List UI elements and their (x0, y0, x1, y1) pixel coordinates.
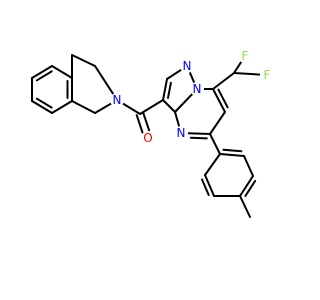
bond-c3p-c2p (162, 78, 168, 101)
bond-t1-t2 (219, 153, 245, 157)
atom-f-right-label: F (264, 68, 271, 82)
bond-t2-t3 (243, 155, 254, 177)
atom-o-carbonyl: O (141, 131, 155, 145)
bond-c5-n4-inner (189, 136, 208, 140)
molecule-diagram: N O N N N F F (31, 49, 274, 218)
atom-n-pyrazole-top-label: N (183, 59, 192, 73)
atom-labels: N O N N N F F (110, 49, 274, 145)
atom-f-upper-label: F (242, 49, 249, 63)
bond-n2-cco (122, 102, 141, 115)
bond-chf-f1 (233, 60, 243, 74)
bond-c3p-c2p-inner (167, 81, 172, 99)
bond-b5-b6 (51, 65, 73, 79)
atom-f-upper: F (238, 49, 252, 63)
bond-b2-b3-inner (35, 97, 53, 109)
atom-n-bridge: N (190, 82, 204, 96)
atom-n-bridge-label: N (193, 82, 202, 96)
bond-c7-chf (212, 72, 235, 90)
bond-b2-b3 (31, 100, 53, 114)
bond-t6-t1 (204, 153, 221, 176)
bond-n2-c1 (94, 102, 112, 114)
bond-cco-c3p (139, 99, 164, 115)
bond-t1-t2-inner (222, 148, 243, 153)
bond-t3-t4-inner (244, 180, 257, 197)
atom-f-right: F (260, 68, 274, 82)
bond-b3-b4 (51, 100, 73, 114)
bond-b6-b1-inner (35, 70, 53, 82)
bond-c3a-c3p (162, 99, 176, 113)
atom-n-pyrazole-top: N (180, 59, 194, 73)
bond-b6-b1 (31, 65, 53, 79)
bond-cco-o-second (142, 111, 151, 132)
bonds (31, 54, 261, 218)
atom-n-pyrimidine: N (174, 126, 188, 140)
atom-n-pyrimidine-label: N (177, 126, 186, 140)
atom-n-isoquinoline-label: N (113, 93, 122, 107)
bond-c6-c5 (209, 111, 226, 135)
bond-c1-b4 (71, 100, 96, 114)
bond-t3-t4 (239, 175, 254, 197)
bond-n7a-c3a (174, 93, 194, 113)
bond-cco-o (135, 114, 144, 134)
bond-c4-c3 (71, 54, 96, 67)
bond-c7-c6-inner (217, 88, 229, 109)
atom-n-isoquinoline: N (110, 93, 124, 107)
bond-c3-n2 (94, 65, 115, 96)
bond-c2p-n1 (166, 68, 183, 80)
bond-t5-t6-inner (201, 178, 210, 196)
bond-chf-f2 (233, 72, 261, 76)
bond-c7-c6 (212, 88, 226, 113)
bond-t4-me (239, 195, 251, 218)
bond-n4-c3a (174, 111, 181, 128)
bond-c5-n4 (187, 132, 211, 135)
bond-t5-t6 (204, 174, 215, 197)
atom-o-carbonyl-label: O (143, 131, 152, 145)
bond-c5-t1 (209, 133, 221, 155)
bond-n1-n7a (188, 71, 196, 84)
